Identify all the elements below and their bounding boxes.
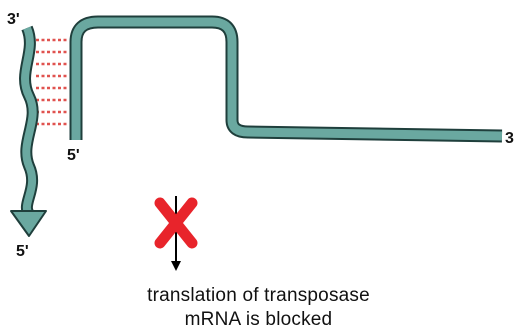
mrna-5prime-label: 5' [67,147,80,164]
caption-line-1: translation of transposase [0,284,517,308]
antisense-arrowhead [11,211,46,236]
antisense-5prime-label: 5' [16,243,29,260]
base-pairing-lines [36,40,69,124]
transposase-mrna-strand [76,22,502,140]
caption-line-2: mRNA is blocked [0,308,517,332]
antisense-rna-strand [11,28,46,236]
mrna-3prime-label: 3 [505,130,514,147]
antisense-3prime-label: 3' [7,11,20,28]
